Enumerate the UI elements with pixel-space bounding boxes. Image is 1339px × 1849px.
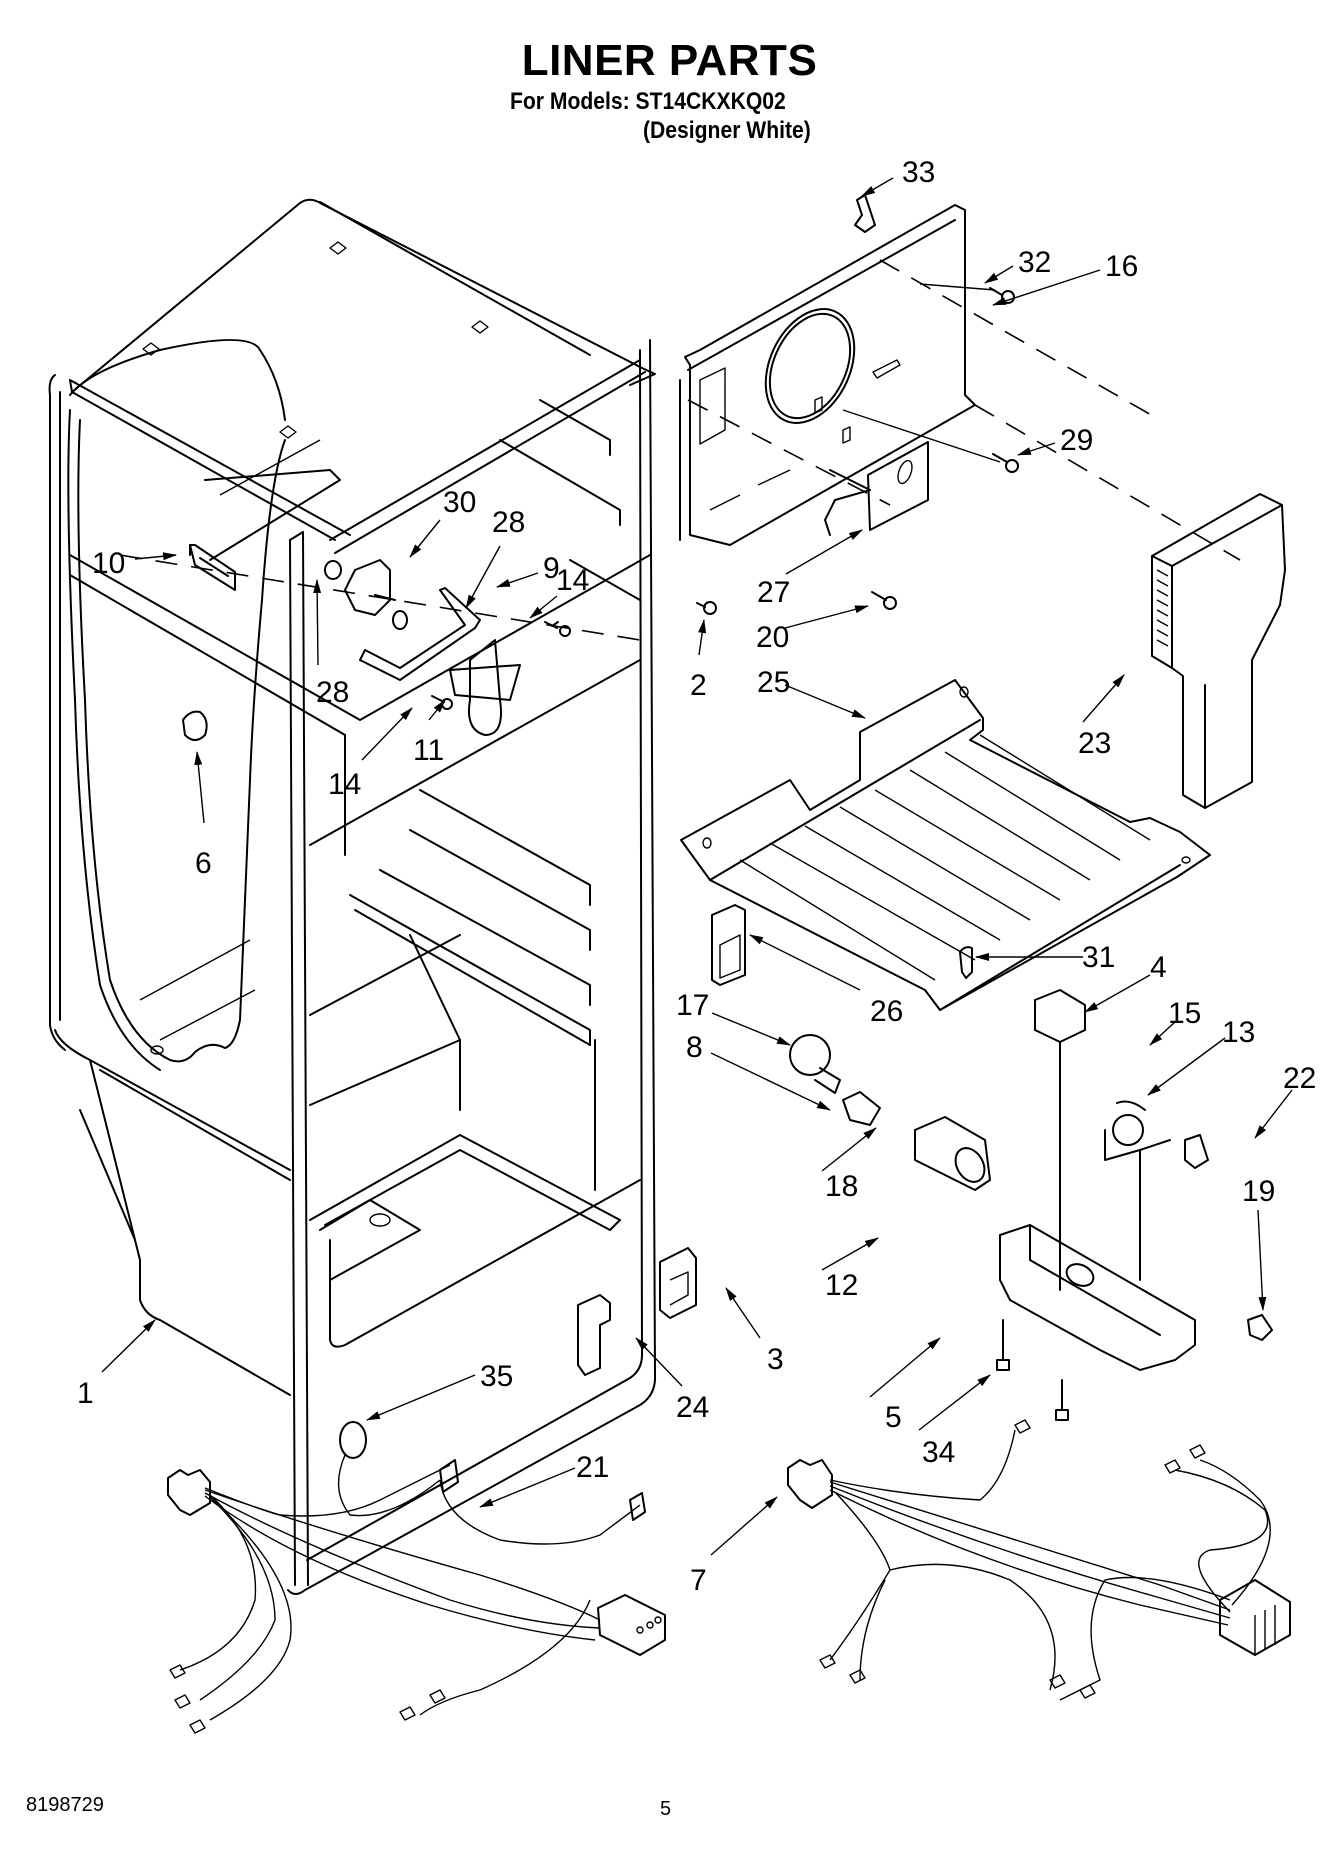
callout-32: 32 (1018, 246, 1051, 279)
screws-5-34 (996, 1319, 1069, 1421)
callout-13: 13 (1222, 1016, 1255, 1049)
tube-15 (1116, 1100, 1146, 1111)
wiring-harness-21 (167, 1454, 666, 1734)
assembly-line (879, 259, 1161, 421)
light-shield-18 (914, 1116, 991, 1191)
callout-23: 23 (1078, 727, 1111, 760)
thermostat-4 (1034, 989, 1086, 1291)
leader-lines (101, 177, 1293, 1556)
callout-35: 35 (480, 1360, 513, 1393)
callout-19: 19 (1242, 1175, 1275, 1208)
light-bulb-17 (789, 1034, 841, 1094)
shelf-plug-31 (959, 946, 973, 979)
control-housing-12 (999, 1224, 1196, 1371)
callout-16: 16 (1105, 250, 1138, 283)
callout-14-lower: 14 (328, 768, 361, 801)
callout-28-upper: 28 (492, 506, 525, 539)
page-number: 5 (660, 1798, 672, 1820)
switch-13 (1104, 1114, 1171, 1281)
callout-20: 20 (756, 621, 789, 654)
callout-2: 2 (690, 669, 707, 702)
callout-3: 3 (767, 1343, 784, 1376)
callout-18: 18 (825, 1170, 858, 1203)
callout-8: 8 (686, 1031, 703, 1064)
callout-28-lower: 28 (316, 676, 349, 709)
callout-12: 12 (825, 1269, 858, 1302)
callout-24: 24 (676, 1391, 709, 1424)
callout-29: 29 (1060, 424, 1093, 457)
clip-33 (854, 194, 876, 233)
assembly-line (687, 399, 891, 506)
callout-1: 1 (77, 1377, 94, 1410)
wiring-harness-7 (787, 1419, 1291, 1701)
screws-32-29-20 (696, 287, 1019, 615)
callout-10: 10 (92, 547, 125, 580)
fan-bracket-9 (359, 587, 481, 681)
grommet-35 (339, 1421, 367, 1459)
document-number: 8198729 (26, 1794, 104, 1816)
assembly-line (119, 554, 641, 641)
bracket-26 (711, 904, 746, 986)
connector-19 (1247, 1314, 1273, 1341)
fan-cover-23 (1151, 493, 1286, 809)
page-title: LINER PARTS (521, 36, 818, 85)
callout-27: 27 (757, 576, 790, 609)
callout-11: 11 (413, 734, 444, 767)
callout-6: 6 (195, 847, 212, 880)
callout-5: 5 (885, 1401, 902, 1434)
evaporator-cover-16 (679, 204, 976, 546)
callout-17: 17 (676, 989, 709, 1022)
callout-14-upper: 14 (556, 564, 589, 597)
callout-25: 25 (757, 666, 790, 699)
callout-labels: 33 32 16 29 30 28 10 9 14 27 20 2 25 23 … (77, 156, 1316, 1597)
control-30 (344, 559, 396, 616)
callout-15: 15 (1168, 997, 1201, 1030)
callout-33: 33 (902, 156, 935, 189)
callout-22: 22 (1283, 1062, 1316, 1095)
assembly-line (974, 404, 1241, 561)
callout-34: 34 (922, 1436, 955, 1469)
cabinet-liner (48, 198, 657, 1595)
callout-30: 30 (443, 486, 476, 519)
fan-blade-11 (449, 639, 521, 736)
connector-24 (577, 1294, 611, 1376)
callout-9: 9 (543, 552, 560, 585)
callout-21: 21 (576, 1451, 609, 1484)
freezer-shelf-25 (680, 679, 1211, 1011)
callout-4: 4 (1150, 951, 1167, 984)
air-diffuser-6 (182, 710, 208, 741)
callout-31: 31 (1082, 941, 1115, 974)
control-bracket-10 (189, 439, 341, 591)
models-line: For Models: ST14CKXKQ02 (510, 88, 786, 115)
color-line: (Designer White) (643, 117, 811, 144)
connector-3 (659, 1247, 697, 1319)
socket-8 (842, 1091, 881, 1126)
callout-7: 7 (690, 1564, 707, 1597)
knob-28 (324, 560, 408, 630)
button-22 (1184, 1134, 1209, 1169)
callout-26: 26 (870, 995, 903, 1028)
